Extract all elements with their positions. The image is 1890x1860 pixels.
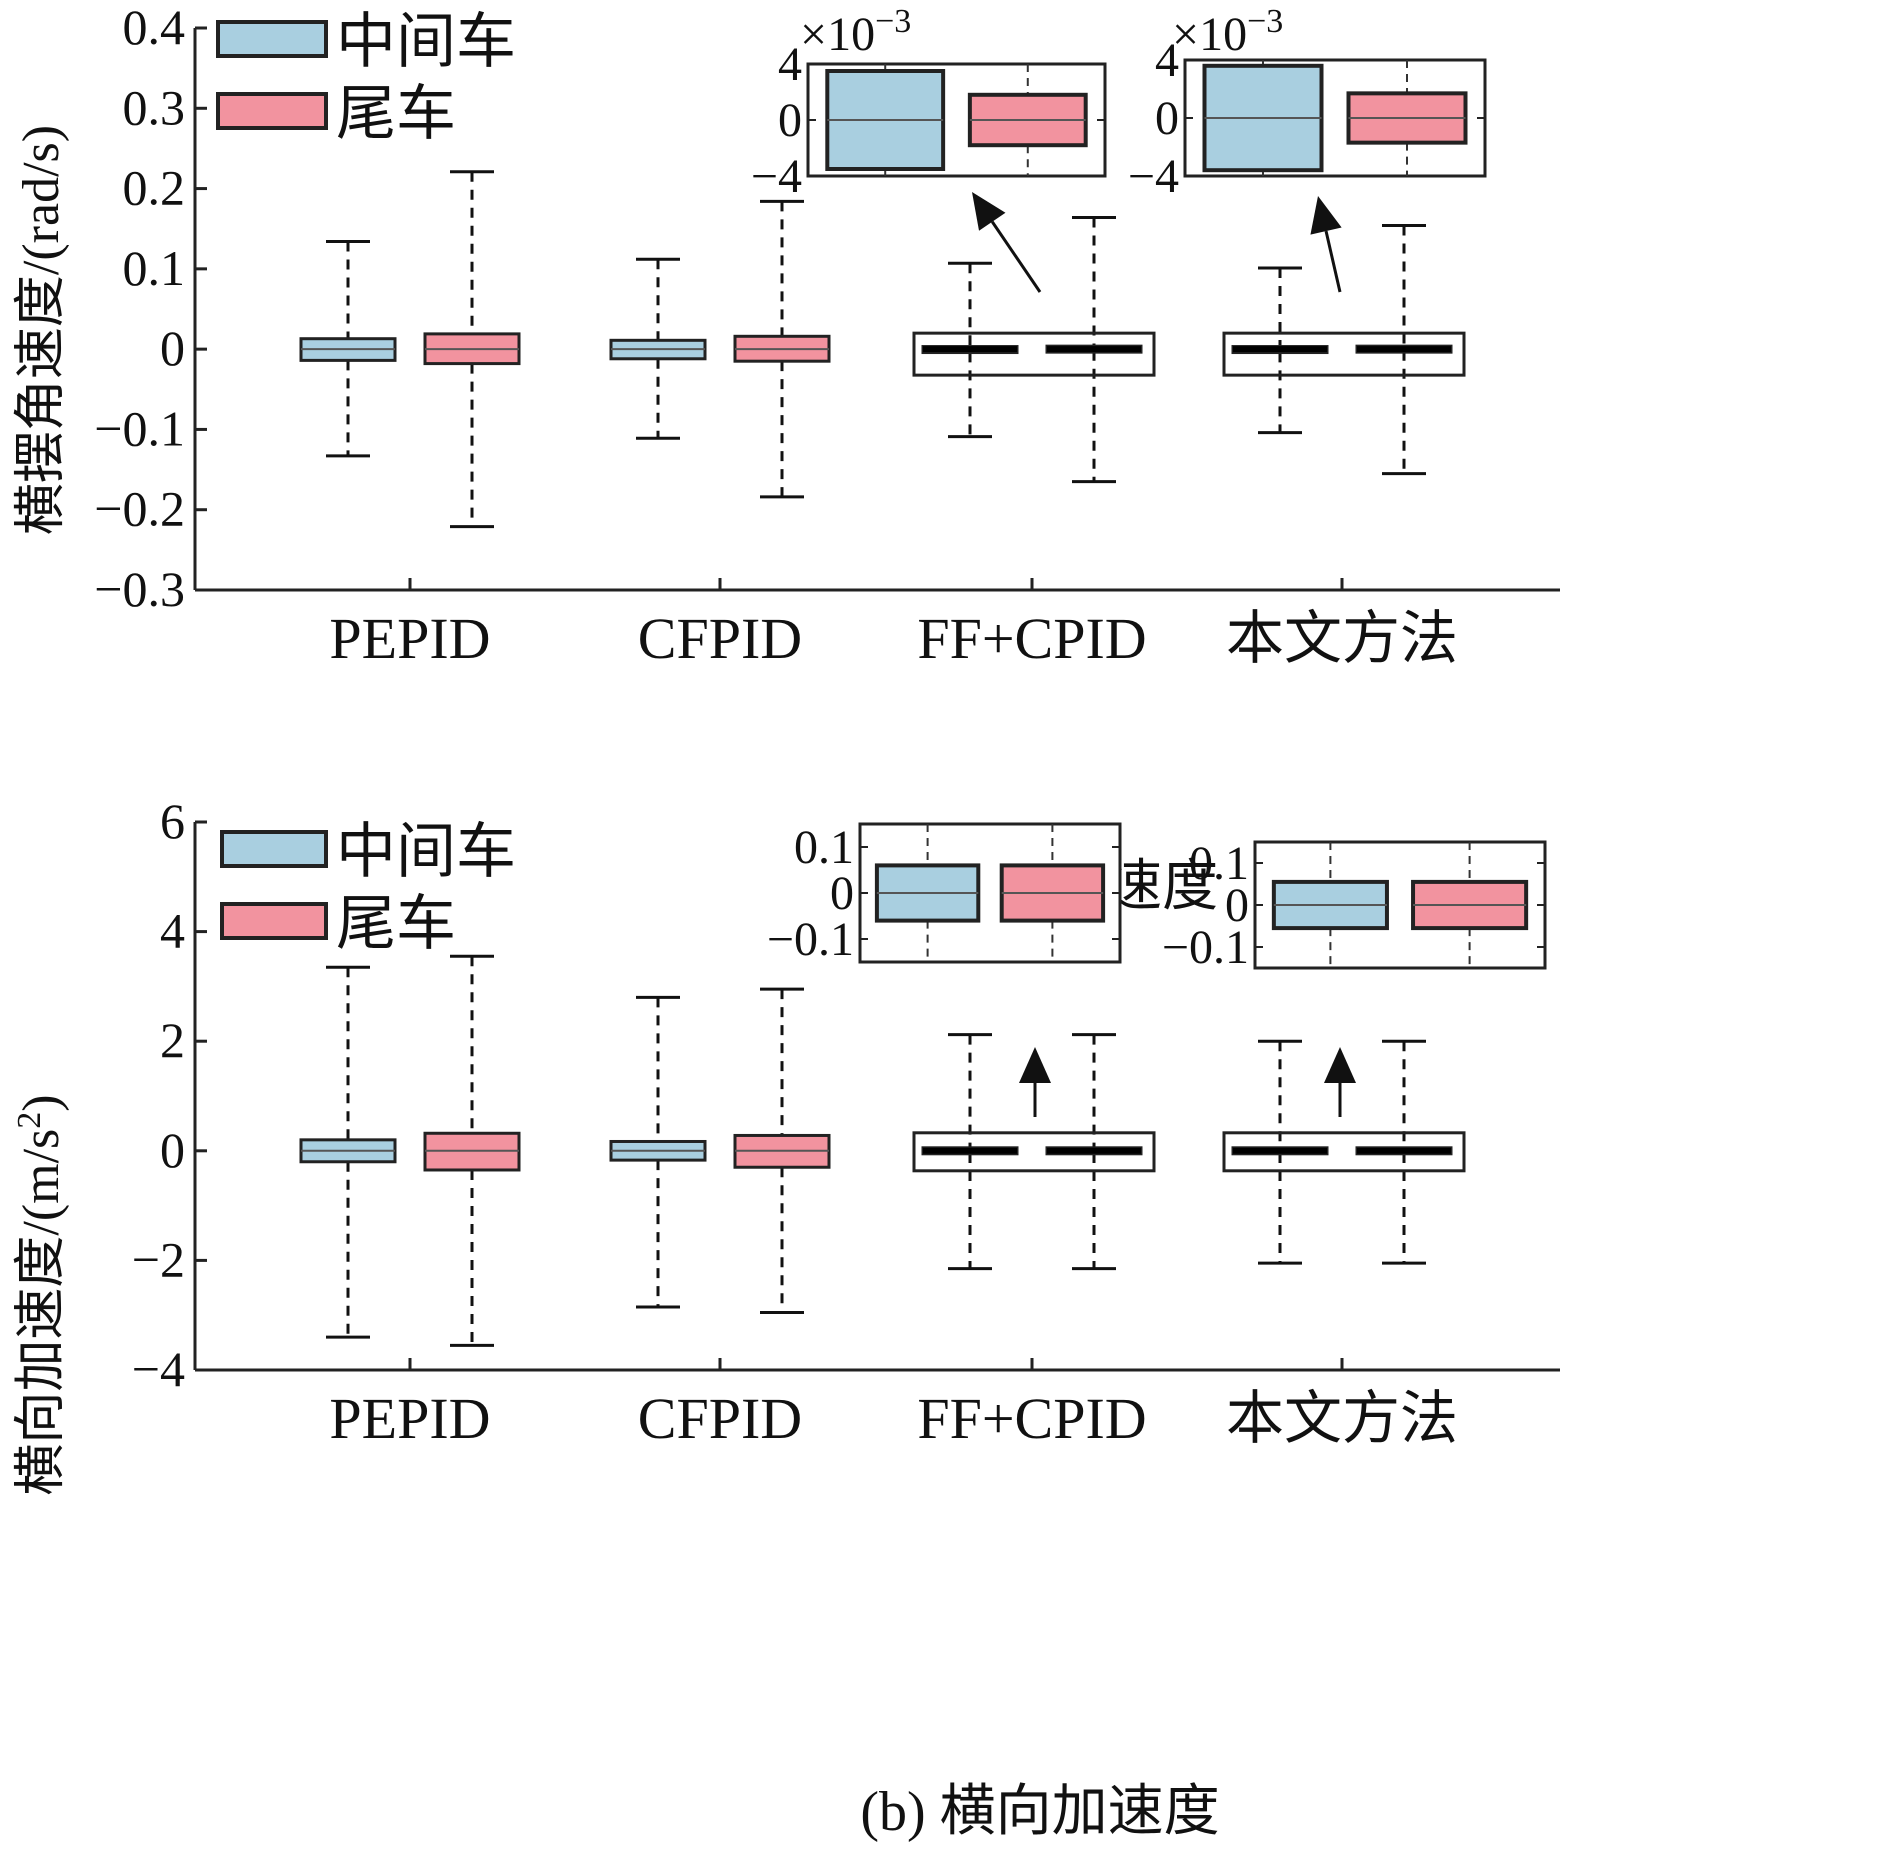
inset-y-tick-label: 0.1 [794, 821, 854, 874]
inset-proposed-method: −404×10−3 [1128, 3, 1487, 203]
inset-y-tick-label: −0.1 [767, 913, 854, 966]
panel-b-ylabel-sup: 2 [11, 1112, 48, 1129]
y-tick-label: 0.3 [123, 79, 186, 135]
inset-y-tick-label: 0 [830, 867, 854, 920]
zoom-arrow-shaft [991, 220, 1042, 293]
zoom-arrow-shaft [1324, 230, 1342, 293]
legend-label: 中间车 [336, 9, 516, 75]
inset-multiplier: ×10−3 [800, 3, 911, 62]
x-tick-label: FF+CPID [917, 606, 1146, 671]
zoom-highlight-frame [1222, 1131, 1466, 1173]
y-tick-label: 4 [160, 903, 185, 959]
panel-b-ylabel: 横向加速度/(m/s2) [11, 1094, 71, 1495]
zoom-arrow-head [1324, 1047, 1356, 1083]
legend-swatch-middle [220, 830, 328, 868]
inset-y-tick-label: −0.1 [1162, 921, 1249, 974]
inset-multiplier-exponent: −3 [1247, 3, 1283, 40]
zoom-arrow-head [972, 192, 1006, 231]
inset-proposed-method: −0.100.1 [1162, 837, 1547, 974]
legend-swatch-tail [220, 902, 328, 940]
inset-y-tick-label: 0 [778, 94, 802, 147]
inset-y-tick-label: 0 [1155, 92, 1179, 145]
legend-label: 尾车 [336, 891, 456, 957]
x-tick-label: CFPID [638, 1386, 802, 1451]
y-tick-label: 6 [160, 793, 185, 849]
zoom-highlight-frame [912, 1131, 1156, 1173]
panel-a-yaw-rate: 横摆角速度/(rad/s) (a) 横摆角速度 −0.3−0.2−0.100.1… [13, 0, 1560, 918]
y-tick-label: −0.3 [94, 561, 185, 617]
y-tick-label: 2 [160, 1012, 185, 1068]
inset-multiplier-base: ×10 [800, 8, 875, 61]
x-tick-label: PEPID [329, 1386, 490, 1451]
y-tick-label: −4 [132, 1341, 185, 1397]
inset-y-tick-label: 4 [778, 38, 802, 91]
y-tick-label: 0.2 [123, 160, 186, 216]
y-tick-label: −0.2 [94, 481, 185, 537]
inset-multiplier-exponent: −3 [875, 3, 911, 40]
zoom-arrow-head [1310, 196, 1342, 235]
inset-y-tick-label: −4 [1128, 150, 1179, 203]
legend-label: 尾车 [336, 81, 456, 147]
legend-label: 中间车 [336, 819, 516, 885]
panel-b-ylabel-end: ) [13, 1094, 70, 1111]
panel-a-ylabel: 横摆角速度/(rad/s) [13, 125, 70, 535]
y-tick-label: 0.4 [123, 0, 186, 55]
legend-swatch-middle [216, 20, 328, 58]
y-tick-label: −0.1 [94, 400, 185, 456]
inset-ff-cpid: −404×10−3 [751, 3, 1107, 203]
zoom-highlight-frame [1222, 331, 1466, 377]
inset-y-tick-label: 0.1 [1189, 837, 1249, 890]
x-tick-label: FF+CPID [917, 1386, 1146, 1451]
x-tick-label: PEPID [329, 606, 490, 671]
zoom-arrow-head [1019, 1047, 1051, 1083]
inset-ff-cpid: −0.100.1 [767, 821, 1122, 966]
inset-y-tick-label: 4 [1155, 34, 1179, 87]
y-tick-label: 0 [160, 1122, 185, 1178]
zoom-highlight-frame [912, 331, 1156, 377]
x-tick-label: 本文方法 [1226, 606, 1458, 671]
inset-y-tick-label: −4 [751, 150, 802, 203]
x-tick-label: CFPID [638, 606, 802, 671]
y-tick-label: 0 [160, 320, 185, 376]
x-tick-label: 本文方法 [1226, 1386, 1458, 1451]
y-tick-label: −2 [132, 1231, 185, 1287]
panel-b-ylabel-main: 横向加速度/(m/s [13, 1129, 70, 1496]
y-tick-label: 0.1 [123, 240, 186, 296]
inset-multiplier: ×10−3 [1172, 3, 1283, 62]
legend-swatch-tail [216, 92, 328, 130]
inset-multiplier-base: ×10 [1172, 8, 1247, 61]
panel-b-caption: (b) 横向加速度 [860, 1781, 1219, 1843]
inset-y-tick-label: 0 [1225, 879, 1249, 932]
